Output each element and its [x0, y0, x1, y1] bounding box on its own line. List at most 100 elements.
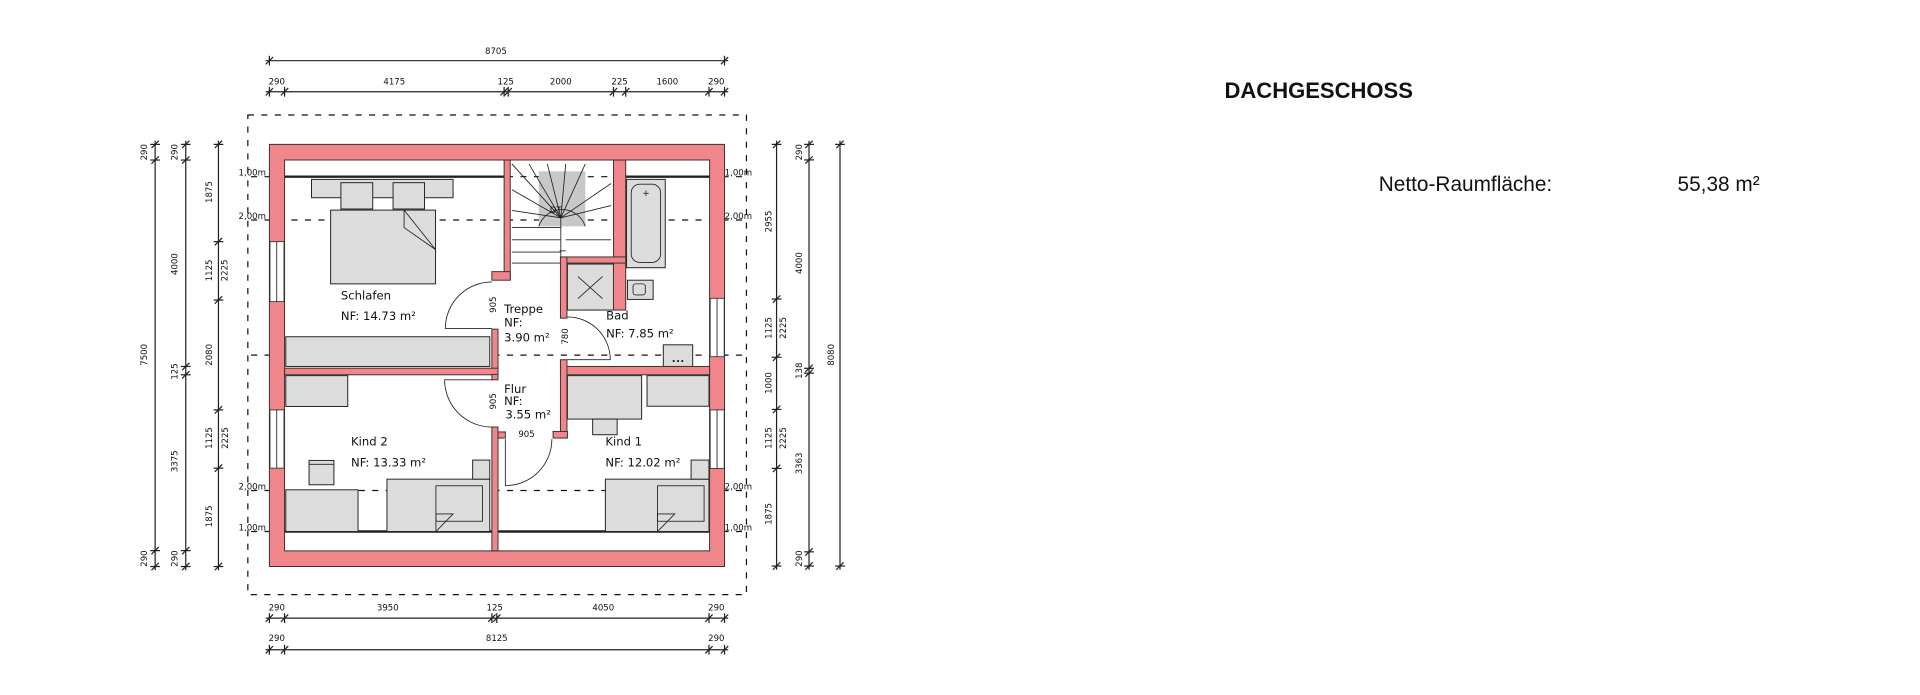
dimension-label: 3363 — [795, 452, 805, 474]
dimension-tick — [181, 562, 190, 571]
dimension-tick — [151, 140, 160, 149]
elevation-label: 2,00m — [239, 482, 266, 492]
room-area-flur: 3.55 m² — [505, 407, 551, 421]
dimension-tick — [265, 645, 274, 654]
wardrobe — [285, 336, 491, 367]
furniture: + ••• — [285, 178, 710, 533]
door-schlafen — [444, 281, 492, 329]
dimension-tick — [804, 364, 814, 373]
door-kind2 — [444, 379, 492, 428]
dimension-label: 290 — [708, 604, 724, 614]
dimension-label: 290 — [708, 77, 724, 87]
dimension-label: 4000 — [795, 252, 805, 274]
room-name-flur: Flur — [504, 382, 526, 396]
dimension-tick — [151, 562, 160, 571]
nightstand-kind2 — [472, 459, 491, 480]
dimension-label: 4000 — [171, 253, 181, 275]
room-name-schlafen: Schlafen — [341, 288, 391, 302]
headboard — [311, 178, 454, 199]
dimension-tick — [214, 140, 223, 149]
room-name-kind2: Kind 2 — [351, 435, 388, 449]
room-area-kind2: NF: 13.33 m² — [351, 456, 426, 470]
dimension-label: 138 — [795, 363, 805, 379]
walls — [268, 143, 726, 568]
room-name-bad: Bad — [606, 308, 628, 322]
dimension-tick — [720, 614, 729, 623]
dimension-label: 2225 — [221, 260, 231, 282]
washbasin — [626, 279, 654, 300]
dimension-tick — [280, 614, 289, 623]
dimension-tick — [835, 140, 845, 149]
dimension-label: 8080 — [827, 344, 837, 366]
dimension-tick — [804, 155, 814, 165]
dimension-tick — [151, 546, 160, 555]
dimension-label: 1125 — [764, 427, 774, 449]
dimension-label: 1125 — [764, 317, 774, 339]
elevation-label: 1,00m — [239, 523, 266, 533]
room-labels: Schlafen NF: 14.73 m² Treppe NF: 3.90 m²… — [341, 288, 680, 469]
dimension-label: 290 — [269, 77, 285, 87]
stair-label: DT — [550, 206, 563, 216]
cabinet-kind2 — [285, 489, 359, 533]
room-name-treppe: Treppe — [503, 302, 543, 316]
dimension-tick — [214, 562, 223, 571]
dimension-label: 8125 — [486, 634, 508, 644]
dimension-label: 290 — [140, 550, 150, 566]
room-area-kind1: NF: 12.02 m² — [605, 456, 680, 470]
dimension-tick — [621, 87, 630, 96]
page-title: DACHGESCHOSS — [1224, 78, 1412, 103]
dimension-tick — [804, 547, 814, 556]
dimension-label: 290 — [171, 550, 181, 566]
door-width-label: 905 — [489, 297, 499, 313]
dimension-tick — [772, 561, 781, 571]
dimension-tick — [151, 155, 160, 165]
window — [709, 297, 725, 358]
dimension-tick — [181, 362, 190, 371]
dimension-tick — [804, 140, 814, 149]
dimension-label: 290 — [708, 634, 724, 644]
dimension-tick — [181, 546, 190, 555]
dimension-tick — [772, 140, 781, 149]
elevation-label: 2,00m — [239, 212, 266, 222]
dimension-tick — [504, 87, 513, 96]
dimension-label: 4175 — [383, 77, 405, 87]
pillow — [392, 182, 426, 210]
stairs: DT — [511, 163, 612, 272]
dimension-label: 1125 — [205, 427, 215, 449]
dimension-label: 2955 — [764, 211, 774, 233]
elevation-label: 2,00m — [725, 212, 752, 222]
dimension-tick — [492, 614, 501, 623]
dimension-label: 1875 — [205, 505, 215, 527]
dimension-label: 2225 — [779, 317, 789, 339]
dimension-tick — [704, 614, 714, 623]
double-bed — [330, 209, 437, 285]
room-name-kind1: Kind 1 — [605, 435, 642, 449]
dimension-tick — [214, 405, 223, 415]
dimension-label: 4050 — [592, 604, 614, 614]
dimension-tick — [280, 645, 289, 654]
dimension-tick — [804, 561, 814, 571]
svg-text:•••: ••• — [672, 356, 685, 365]
dimension-tick — [772, 294, 781, 304]
window — [269, 241, 285, 303]
door-width-label: 905 — [518, 430, 534, 440]
windows — [269, 241, 725, 469]
dimension-label: 7500 — [140, 344, 150, 366]
room-area-label-treppe: NF: — [504, 316, 522, 330]
desk-kind1 — [566, 375, 643, 420]
dimension-label: 3950 — [377, 604, 399, 614]
pillow — [340, 182, 374, 210]
elevation-label: 1,00m — [725, 168, 752, 178]
dimension-label: 2000 — [550, 77, 572, 87]
net-area-value: 55,38 m² — [1678, 173, 1760, 196]
room-area-label-flur: NF: — [504, 394, 522, 408]
dimension-label: 290 — [140, 144, 150, 160]
dimension-label: 290 — [269, 634, 285, 644]
elevation-label: 2,00m — [725, 482, 752, 492]
dimension-label: 2225 — [221, 427, 231, 449]
window — [709, 409, 725, 469]
net-area-label: Netto-Raumfläche: — [1379, 173, 1552, 196]
dimension-tick — [214, 237, 223, 246]
door-width-label: 905 — [489, 393, 499, 409]
